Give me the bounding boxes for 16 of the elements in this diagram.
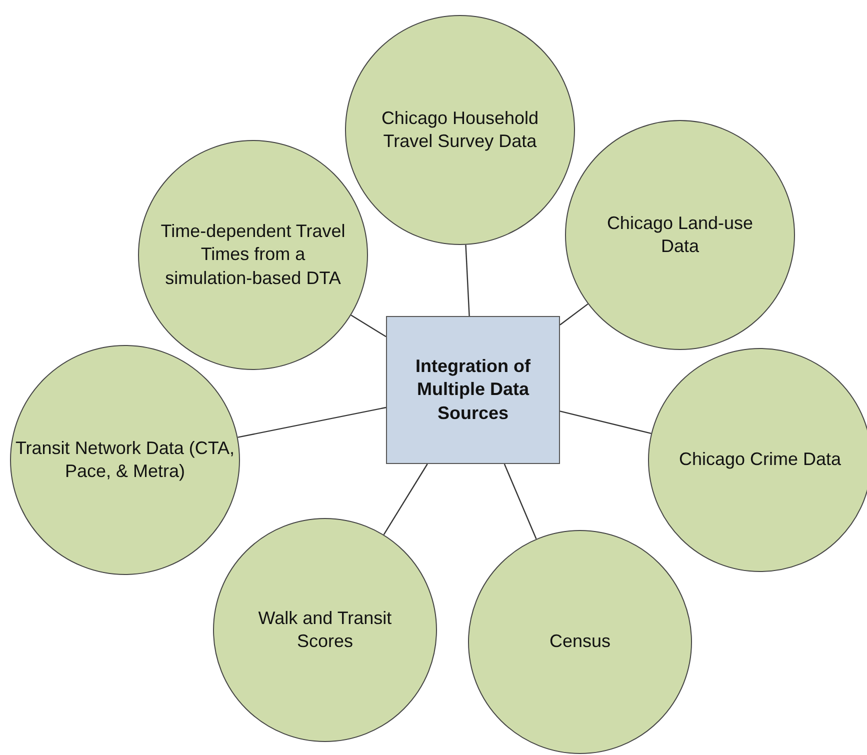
node-label: Chicago Land-use Data: [606, 212, 754, 258]
node-label: Transit Network Data (CTA, Pace, & Metra): [14, 436, 236, 483]
connector-line: [504, 464, 537, 540]
node-label: Walk and Transit Scores: [257, 606, 393, 653]
connector-line: [465, 244, 470, 316]
node-label: Integration of Multiple Data Sources: [414, 354, 532, 425]
node-label: Chicago Crime Data: [678, 448, 842, 472]
connector-line: [560, 303, 588, 326]
connector-line: [350, 314, 386, 338]
node-label: Chicago Household Travel Survey Data: [380, 106, 540, 153]
node-label: Census: [548, 630, 612, 654]
node-label: Time-dependent Travel Times from a simulation-based DTA: [160, 220, 346, 290]
connector-line: [383, 464, 428, 535]
connector-line: [560, 410, 652, 434]
hub-box: [386, 316, 560, 464]
connector-line: [238, 406, 386, 438]
